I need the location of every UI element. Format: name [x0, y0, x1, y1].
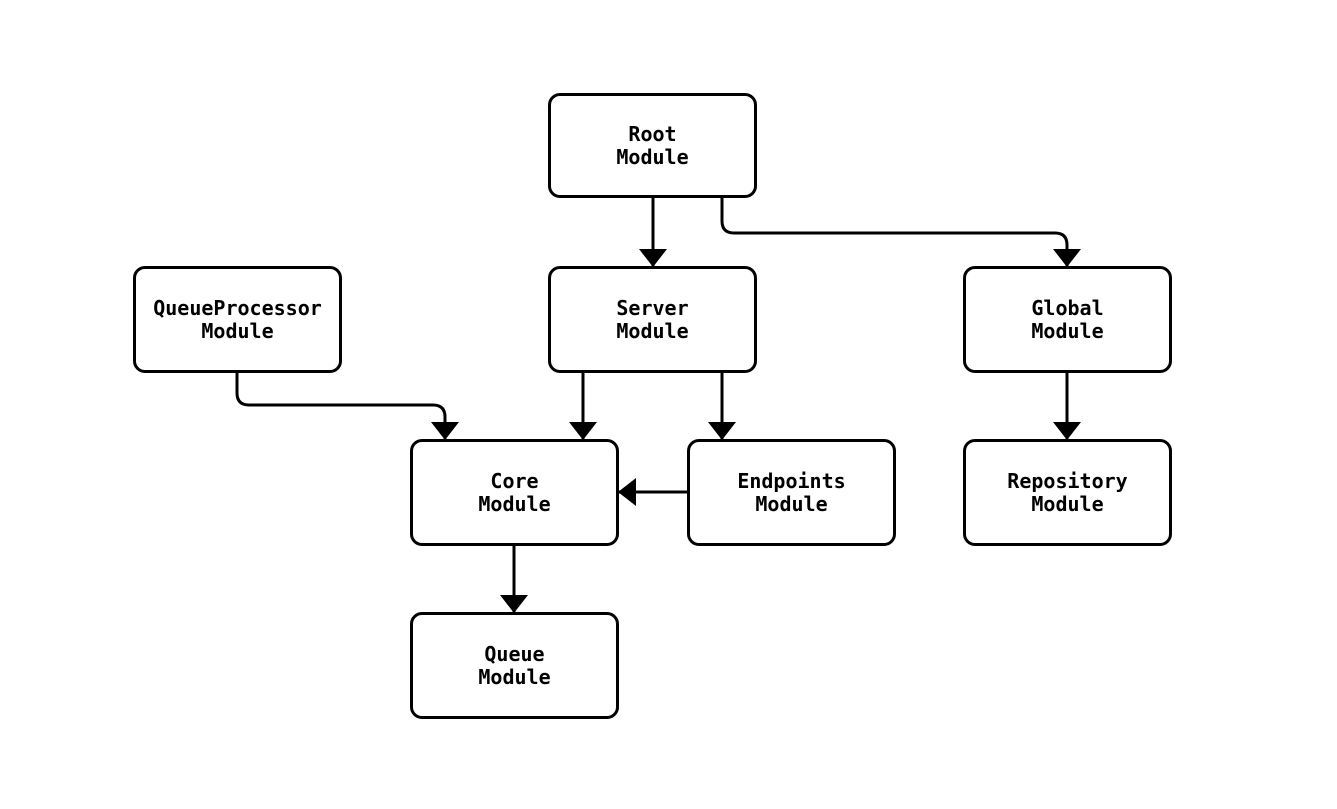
- node-repository-module-label: Repository Module: [1007, 468, 1128, 516]
- node-queueprocessor-module: QueueProcessor Module: [133, 266, 342, 373]
- node-root-module: Root Module: [548, 93, 757, 198]
- node-queue-module-label: Queue Module: [478, 641, 551, 689]
- node-endpoints-module: Endpoints Module: [687, 439, 896, 546]
- node-root-module-label: Root Module: [616, 121, 689, 169]
- node-core-module: Core Module: [410, 439, 619, 546]
- node-queue-module: Queue Module: [410, 612, 619, 719]
- node-server-module-label: Server Module: [616, 295, 689, 343]
- node-global-module-label: Global Module: [1031, 295, 1104, 343]
- node-server-module: Server Module: [548, 266, 757, 373]
- node-core-module-label: Core Module: [478, 468, 551, 516]
- edge-queueprocessor-to-core: [235, 373, 459, 440]
- node-queueprocessor-module-label: QueueProcessor Module: [153, 295, 322, 343]
- edge-root-to-global: [720, 198, 1081, 267]
- node-repository-module: Repository Module: [963, 439, 1172, 546]
- node-endpoints-module-label: Endpoints Module: [737, 468, 846, 516]
- node-global-module: Global Module: [963, 266, 1172, 373]
